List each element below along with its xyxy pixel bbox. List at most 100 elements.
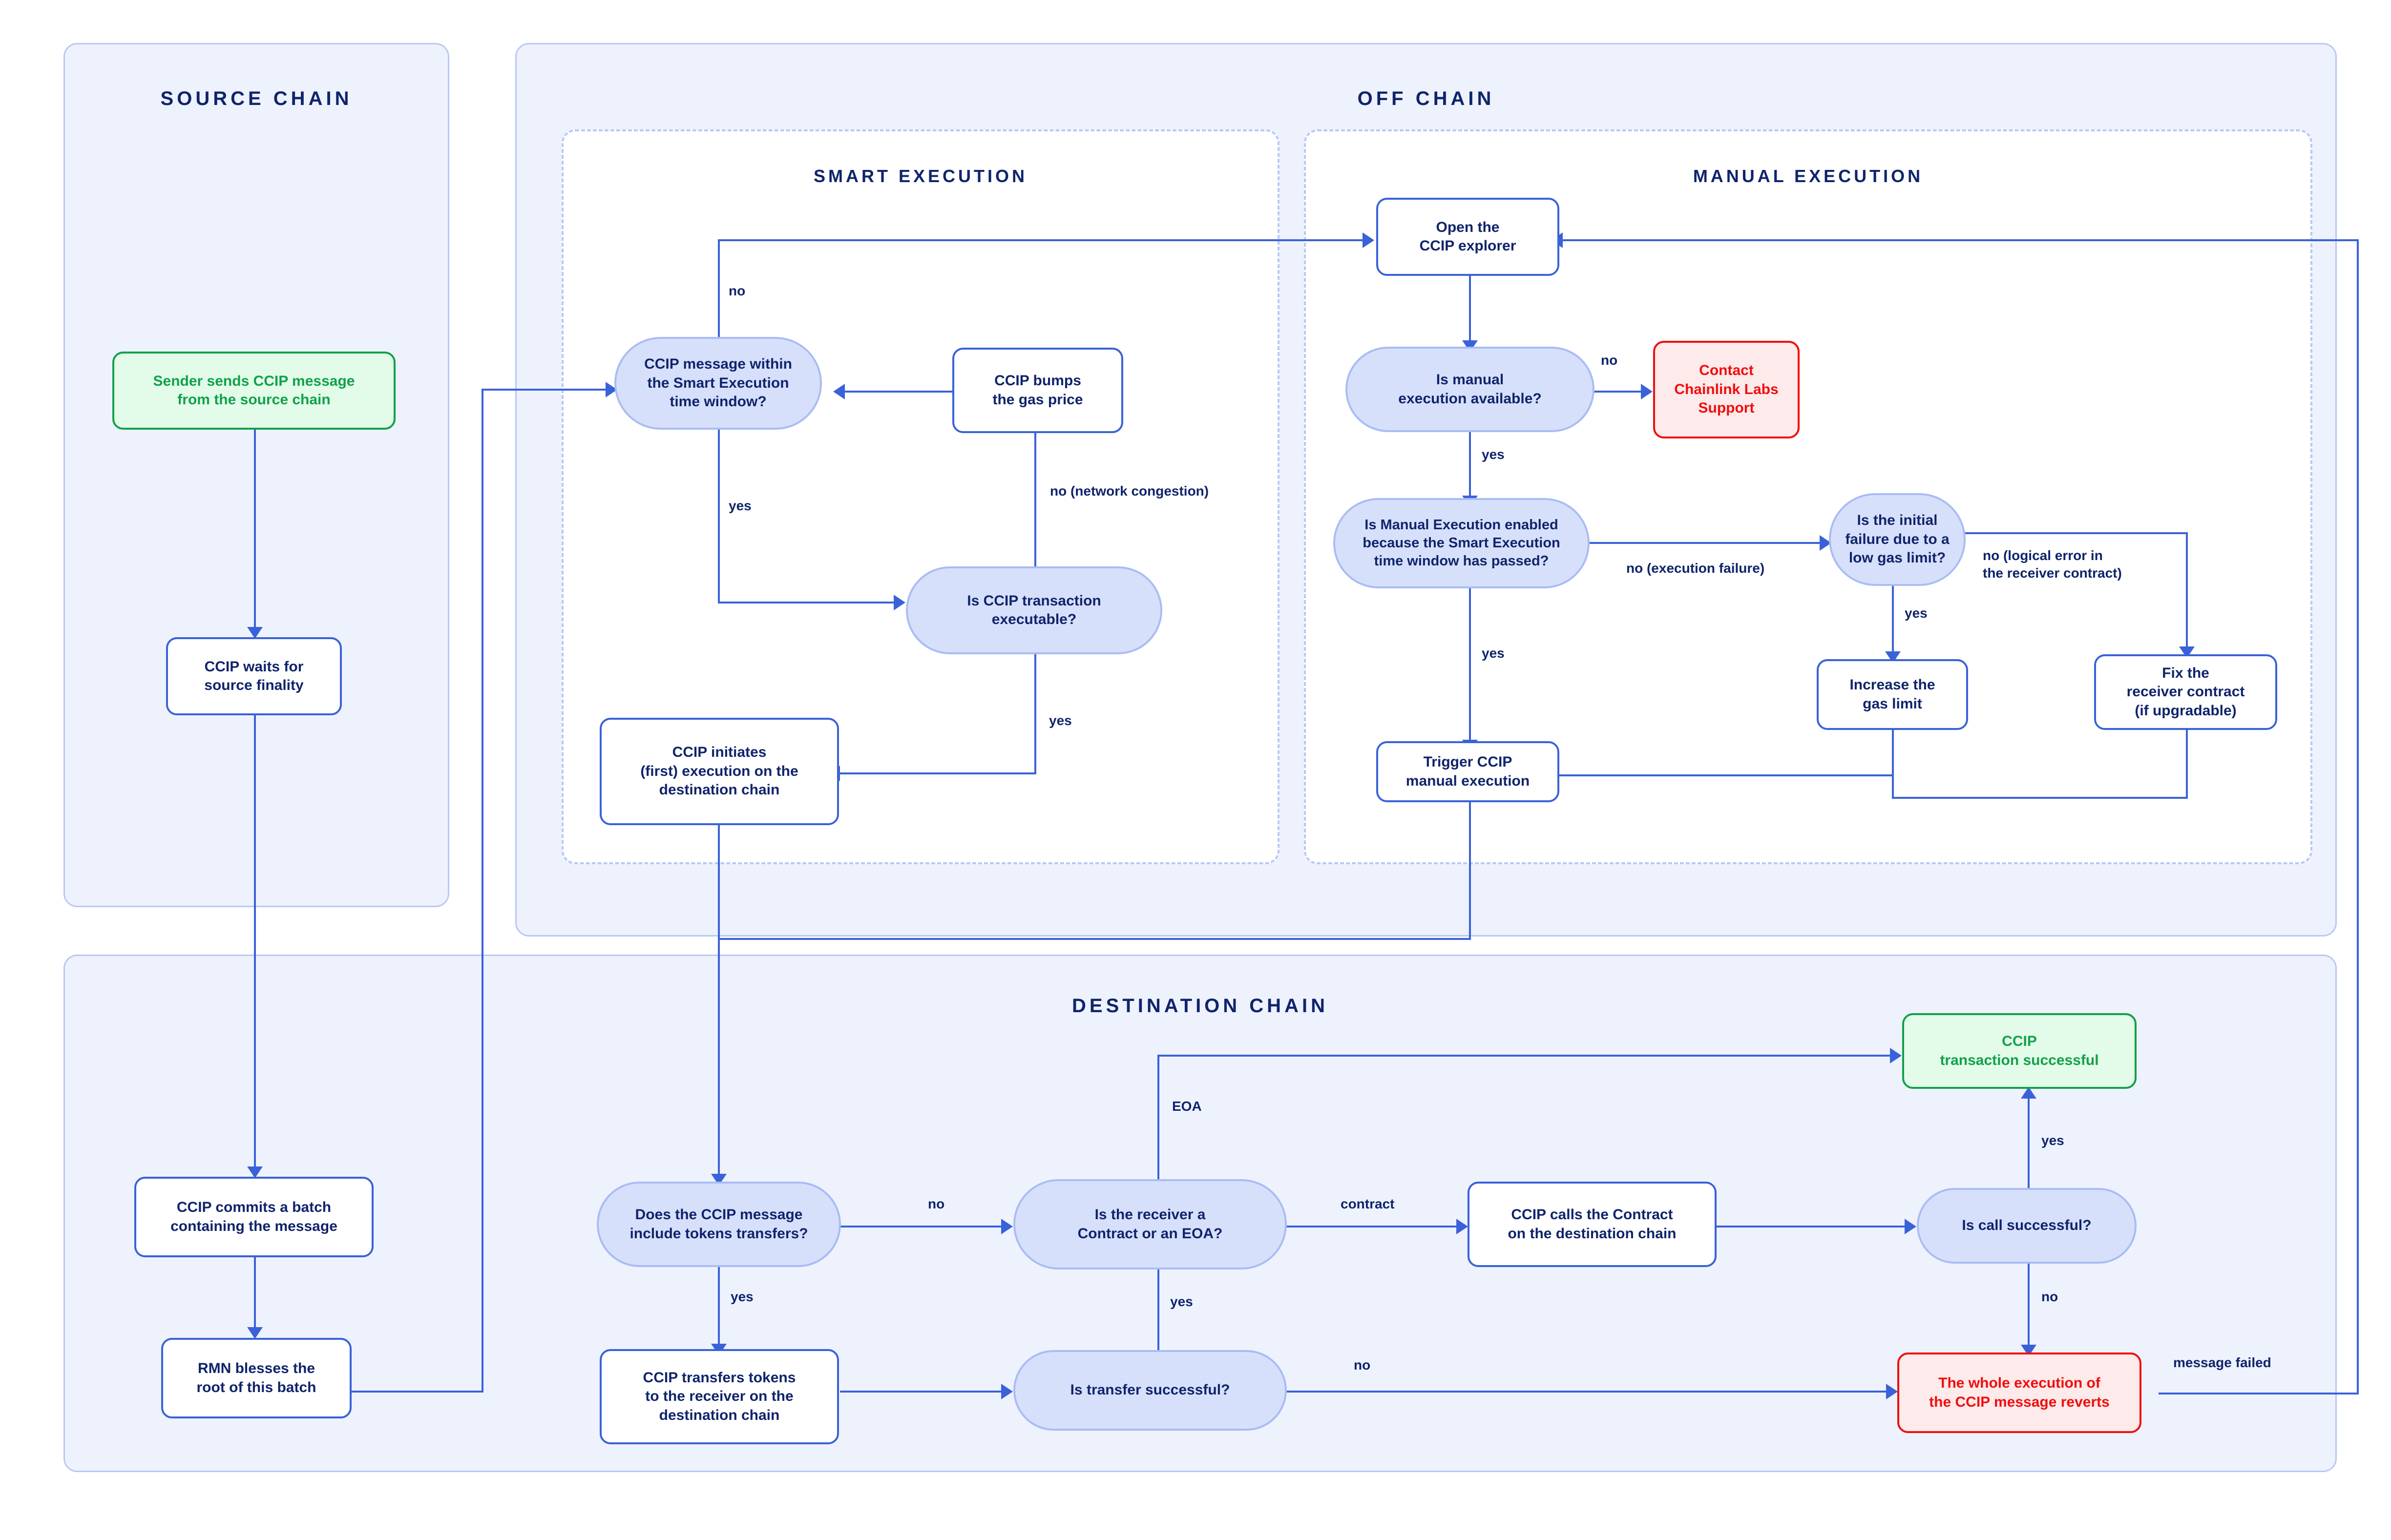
edge-label-contract: contract xyxy=(1341,1196,1395,1211)
node-is-transfer-successful[interactable]: Is transfer successful? xyxy=(1013,1350,1287,1431)
edge-initiates-down xyxy=(718,825,720,1182)
edge-label-no-manual: no xyxy=(1601,353,1618,368)
edge-label-yes-window: yes xyxy=(729,498,752,513)
edge-bumps-to-window xyxy=(845,391,952,393)
edge-label-yes-executable: yes xyxy=(1049,713,1072,728)
edge-manual-yes-down xyxy=(1469,430,1471,503)
edge-eoa-right xyxy=(1157,1055,1900,1057)
edge-label-yes-gas-limit: yes xyxy=(1905,605,1928,621)
node-within-smart-execution-window[interactable]: CCIP message within the Smart Execution … xyxy=(614,337,822,430)
node-ccip-bumps-gas-price[interactable]: CCIP bumps the gas price xyxy=(952,348,1123,433)
edge-window-yes-down xyxy=(718,428,720,604)
edge-call-yes-up xyxy=(2028,1099,2030,1194)
node-contact-chainlink-labs-support[interactable]: Contact Chainlink Labs Support xyxy=(1653,341,1800,438)
edge-label-no-congestion: no (network congestion) xyxy=(1050,483,1209,499)
edge-label-no-exec-failure: no (execution failure) xyxy=(1626,561,1765,576)
lane-title-source-chain: SOURCE CHAIN xyxy=(160,88,353,109)
edge-executable-yes-down xyxy=(1034,631,1036,774)
lane-title-destination-chain: DESTINATION CHAIN xyxy=(1072,995,1328,1017)
edge-manual-no xyxy=(1592,391,1651,393)
edge-fix-left xyxy=(1892,797,2188,799)
edge-failure-no-right xyxy=(1963,532,2188,534)
edge-label-eoa: EOA xyxy=(1172,1099,1202,1114)
node-ccip-commits-batch[interactable]: CCIP commits a batch containing the mess… xyxy=(134,1177,374,1257)
edge-label-no-tokens: no xyxy=(928,1196,945,1211)
node-is-ccip-transaction-executable[interactable]: Is CCIP transaction executable? xyxy=(906,566,1162,654)
node-is-manual-execution-enabled[interactable]: Is Manual Execution enabled because the … xyxy=(1333,498,1590,588)
node-ccip-transaction-successful[interactable]: CCIP transaction successful xyxy=(1902,1013,2137,1089)
edge-trigger-left xyxy=(718,938,1471,940)
edge-label-no-window: no xyxy=(729,283,746,298)
node-ccip-waits-finality[interactable]: CCIP waits for source finality xyxy=(166,637,342,715)
node-ccip-initiates-execution[interactable]: CCIP initiates (first) execution on the … xyxy=(600,718,839,825)
node-ccip-transfers-tokens[interactable]: CCIP transfers tokens to the receiver on… xyxy=(600,1349,839,1444)
edge-failed-right xyxy=(2159,1393,2359,1394)
edge-increase-down xyxy=(1892,728,1894,776)
edge-label-yes-call: yes xyxy=(2041,1133,2064,1148)
arrowhead-calls-to-successful xyxy=(1905,1219,1916,1234)
lane-source-chain xyxy=(63,43,449,907)
edge-rmn-right xyxy=(352,1391,483,1393)
arrowhead-transfers-to-successful xyxy=(1001,1384,1013,1399)
arrowhead-sender-to-finality xyxy=(247,627,263,639)
edge-rmn-up xyxy=(482,389,483,1393)
node-is-initial-failure-low-gas-limit[interactable]: Is the initial failure due to a low gas … xyxy=(1829,493,1966,586)
sublane-title-smart-execution: SMART EXECUTION xyxy=(813,166,1028,186)
edge-label-yes-tokens: yes xyxy=(731,1289,754,1304)
edge-contract xyxy=(1285,1226,1466,1228)
edge-enabled-no xyxy=(1587,542,1831,544)
edge-rmn-into-window xyxy=(482,389,613,391)
node-fix-receiver-contract[interactable]: Fix the receiver contract (if upgradable… xyxy=(2094,654,2277,730)
edge-executable-no-up xyxy=(1034,425,1036,571)
node-open-ccip-explorer[interactable]: Open the CCIP explorer xyxy=(1376,198,1559,276)
edge-failure-no-down xyxy=(2186,532,2188,654)
arrowhead-bumps-to-window xyxy=(833,384,845,399)
edge-enabled-yes-down xyxy=(1469,586,1471,747)
edge-label-yes-manual: yes xyxy=(1482,447,1505,462)
node-is-call-successful[interactable]: Is call successful? xyxy=(1917,1188,2137,1264)
node-is-manual-execution-available[interactable]: Is manual execution available? xyxy=(1345,347,1594,432)
edge-label-no-logical-error: no (logical error in the receiver contra… xyxy=(1983,547,2122,583)
arrowhead-contract xyxy=(1456,1219,1468,1234)
edge-label-yes-transfer: yes xyxy=(1170,1294,1193,1309)
node-is-receiver-contract-or-eoa[interactable]: Is the receiver a Contract or an EOA? xyxy=(1013,1179,1287,1269)
node-increase-gas-limit[interactable]: Increase the gas limit xyxy=(1817,659,1968,730)
arrowhead-eoa xyxy=(1890,1048,1902,1063)
node-whole-execution-reverts[interactable]: The whole execution of the CCIP message … xyxy=(1897,1353,2141,1433)
edge-window-no-right xyxy=(718,239,1372,241)
arrowhead-call-yes xyxy=(2021,1087,2036,1099)
edge-eoa-up xyxy=(1157,1055,1159,1227)
lane-title-off-chain: OFF CHAIN xyxy=(1357,88,1495,109)
arrowhead-manual-no xyxy=(1641,384,1653,399)
edge-failed-back xyxy=(1563,239,2359,241)
edge-transfer-yes-up xyxy=(1157,1269,1159,1357)
node-does-message-include-token-transfers[interactable]: Does the CCIP message include tokens tra… xyxy=(597,1182,841,1267)
edge-commits-to-rmn xyxy=(254,1257,256,1335)
arrowhead-window-no xyxy=(1363,232,1374,248)
edge-fix-join xyxy=(1892,774,1894,799)
edge-fix-down xyxy=(2186,728,2188,799)
edge-call-no-down xyxy=(2028,1260,2030,1353)
edge-window-no-up xyxy=(718,239,720,347)
edge-trigger-down xyxy=(1469,801,1471,940)
edge-failure-yes-down xyxy=(1892,581,1894,659)
edge-transfers-to-successful xyxy=(840,1391,1011,1393)
edge-tokens-yes xyxy=(718,1265,720,1352)
edge-increase-left xyxy=(1558,774,1894,776)
arrowhead-tokens-no xyxy=(1001,1219,1013,1234)
edge-failed-up xyxy=(2357,239,2359,1394)
node-trigger-ccip-manual-execution[interactable]: Trigger CCIP manual execution xyxy=(1376,741,1559,802)
edge-executable-yes-left xyxy=(840,772,1036,774)
edge-label-no-logical-error-l1: no (logical error in the receiver contra… xyxy=(1983,548,2122,581)
edge-explorer-to-manual xyxy=(1469,275,1471,348)
edge-finality-to-commits xyxy=(254,715,256,1174)
arrowhead-commits-to-rmn xyxy=(247,1327,263,1339)
node-sender-sends-message[interactable]: Sender sends CCIP message from the sourc… xyxy=(112,352,396,430)
edge-window-yes-right xyxy=(718,602,903,604)
node-rmn-blesses-root[interactable]: RMN blesses the root of this batch xyxy=(161,1338,352,1418)
arrowhead-window-yes xyxy=(894,595,905,610)
node-ccip-calls-contract[interactable]: CCIP calls the Contract on the destinati… xyxy=(1468,1182,1717,1267)
sublane-title-manual-execution: MANUAL EXECUTION xyxy=(1693,166,1924,186)
arrowhead-finality-to-commits xyxy=(247,1166,263,1178)
